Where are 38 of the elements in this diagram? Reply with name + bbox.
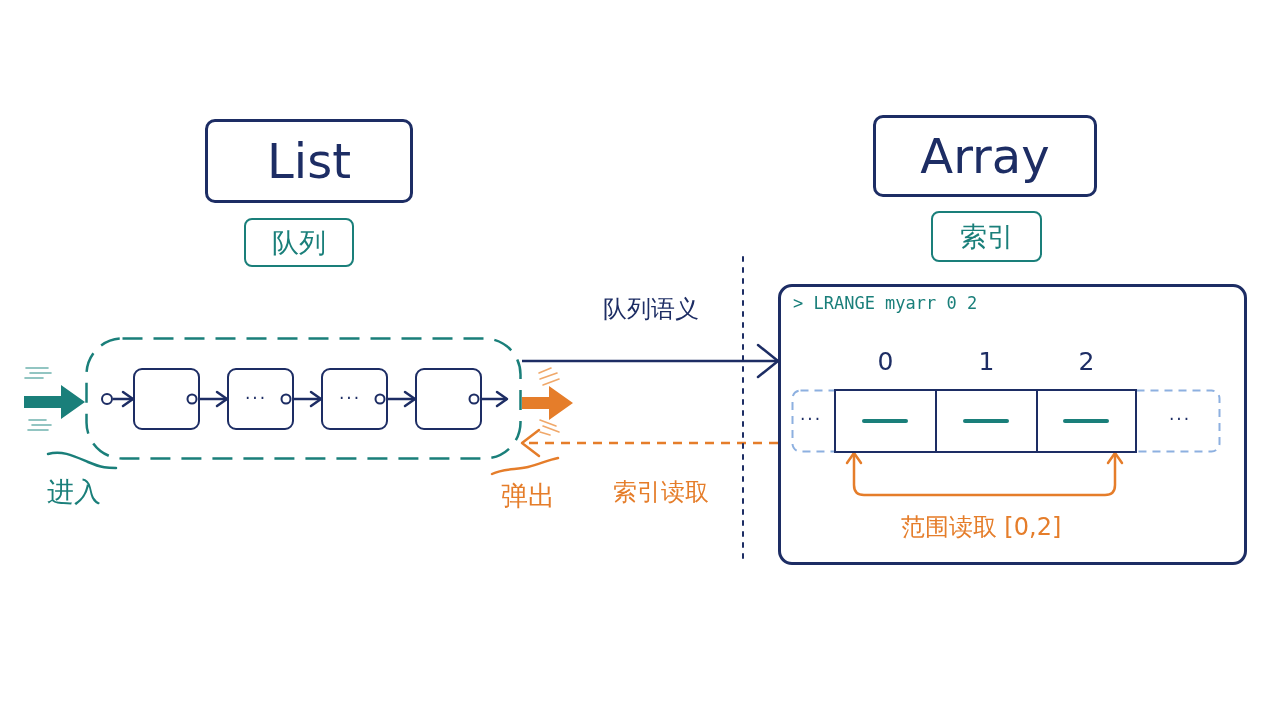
edge-label: 索引读取 — [613, 478, 709, 506]
list-cell — [321, 368, 388, 430]
arrow — [113, 390, 135, 408]
bracket-arrow — [845, 451, 1124, 497]
arrow — [388, 390, 417, 408]
index-label: 0 — [877, 348, 894, 376]
panel-box — [778, 284, 1247, 565]
tag-box: 队列 — [244, 218, 354, 267]
arrow-caption: 进入 — [47, 477, 101, 507]
index-label: 1 — [978, 348, 995, 376]
list-cell — [133, 368, 200, 430]
list-cell — [415, 368, 482, 430]
ellipsis-text: ··· — [799, 410, 823, 430]
block-arrow — [522, 386, 573, 420]
arrow-caption: 弹出 — [501, 481, 555, 511]
arrow — [200, 390, 229, 408]
title-box: List — [205, 119, 413, 203]
tag-box: 索引 — [931, 211, 1042, 262]
array-cell — [935, 389, 1038, 453]
arrow — [482, 390, 509, 408]
ellipsis-text: ··· — [244, 388, 268, 409]
arrow — [522, 343, 780, 379]
edge-label: 队列语义 — [603, 295, 699, 323]
ring-icon — [101, 393, 113, 405]
title-box: Array — [873, 115, 1097, 197]
dashed-container — [85, 337, 522, 460]
dashed-strip — [791, 389, 1221, 453]
ellipsis-text: ··· — [338, 388, 362, 409]
edge-label: 范围读取 [0,2] — [900, 513, 1062, 541]
array-cell — [1036, 389, 1137, 453]
arrow — [294, 390, 323, 408]
arrow — [520, 428, 778, 458]
command-text: > LRANGE myarr 0 2 — [793, 294, 978, 314]
ellipsis-text: ··· — [1168, 410, 1192, 430]
index-label: 2 — [1078, 348, 1095, 376]
array-cell — [834, 389, 937, 453]
list-cell — [227, 368, 294, 430]
block-arrow — [24, 385, 85, 419]
